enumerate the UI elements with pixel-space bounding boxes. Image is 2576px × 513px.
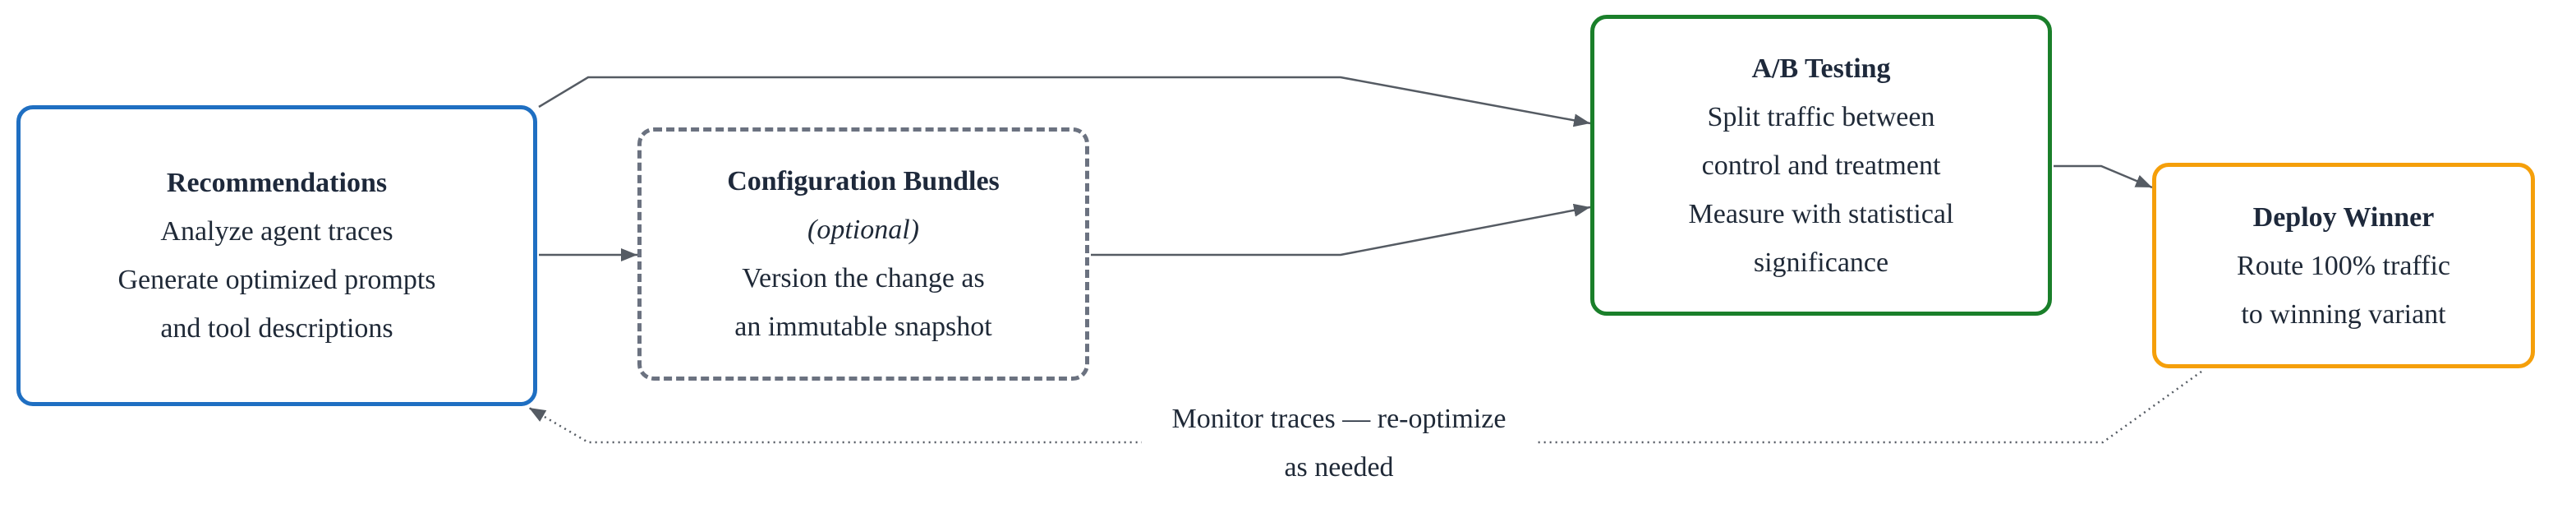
node-configuration-bundles: Configuration Bundles (optional) Version…	[637, 127, 1089, 381]
node-recommendations-title: Recommendations	[166, 168, 388, 198]
node-configuration-line-1: Version the change as	[742, 263, 985, 293]
node-ab-testing-line-1: Split traffic between	[1707, 101, 1935, 132]
edge-ab-testing-to-deploy	[2054, 164, 2153, 189]
node-ab-testing-line-4: significance	[1753, 247, 1889, 278]
node-ab-testing-line-3: Measure with statistical	[1688, 198, 1954, 229]
node-ab-testing-title: A/B Testing	[1751, 53, 1891, 84]
feedback-edge-label: Monitor traces — re-optimize as needed	[1142, 395, 1536, 492]
node-configuration-line-2: an immutable snapshot	[734, 312, 992, 342]
node-recommendations: Recommendations Analyze agent traces Gen…	[16, 105, 537, 406]
node-deploy-line-2: to winning variant	[2241, 298, 2446, 330]
feedback-edge-label-line-2: as needed	[1284, 452, 1394, 483]
edge-recommendations-to-ab-testing	[538, 76, 1591, 127]
node-ab-testing: A/B Testing Split traffic between contro…	[1590, 15, 2052, 316]
node-deploy-title: Deploy Winner	[2252, 201, 2435, 233]
node-ab-testing-line-2: control and treatment	[1701, 150, 1941, 181]
node-configuration-subtitle: (optional)	[807, 215, 919, 245]
node-configuration-title: Configuration Bundles	[727, 166, 1000, 196]
feedback-edge-label-line-1: Monitor traces — re-optimize	[1171, 404, 1506, 434]
node-recommendations-line-3: and tool descriptions	[160, 313, 393, 344]
edge-configuration-to-ab-testing	[1091, 203, 1591, 256]
node-recommendations-line-2: Generate optimized prompts	[117, 265, 436, 295]
node-deploy-line-1: Route 100% traffic	[2237, 250, 2450, 281]
node-deploy-winner: Deploy Winner Route 100% traffic to winn…	[2152, 163, 2535, 368]
node-recommendations-line-1: Analyze agent traces	[160, 216, 393, 247]
